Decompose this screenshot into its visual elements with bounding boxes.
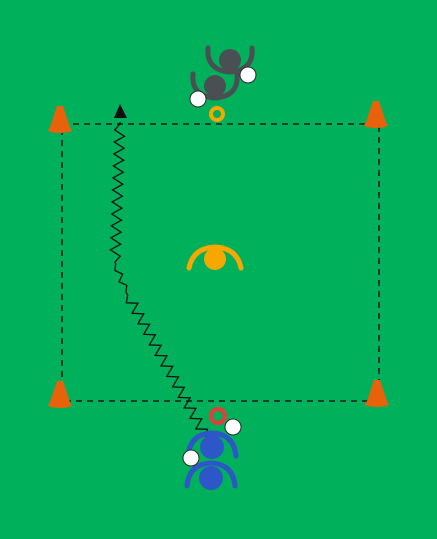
ball-icon (239, 66, 257, 84)
cone-icon (48, 106, 72, 133)
player-top-front (190, 71, 240, 101)
player-top-back (205, 45, 255, 75)
ball-icon (224, 418, 242, 436)
ring-marker-top (209, 106, 225, 122)
dribble-zigzag-line (109, 121, 209, 438)
drill-grid (61, 123, 380, 402)
attackers-bottom-group (182, 418, 242, 490)
player-bottom-back (184, 460, 238, 490)
cone-icon (48, 381, 72, 408)
dribble-path (109, 104, 209, 438)
ring-marker-bottom (209, 407, 227, 425)
ball-icon (182, 449, 200, 467)
attackers-top-group (189, 45, 257, 108)
player-bottom-front (185, 430, 239, 459)
defender-player (186, 244, 244, 271)
cone-icon (364, 101, 388, 128)
arrow-head-icon (114, 104, 127, 118)
cones (48, 101, 389, 408)
cone-icon (365, 380, 389, 407)
ball-icon (189, 90, 207, 108)
